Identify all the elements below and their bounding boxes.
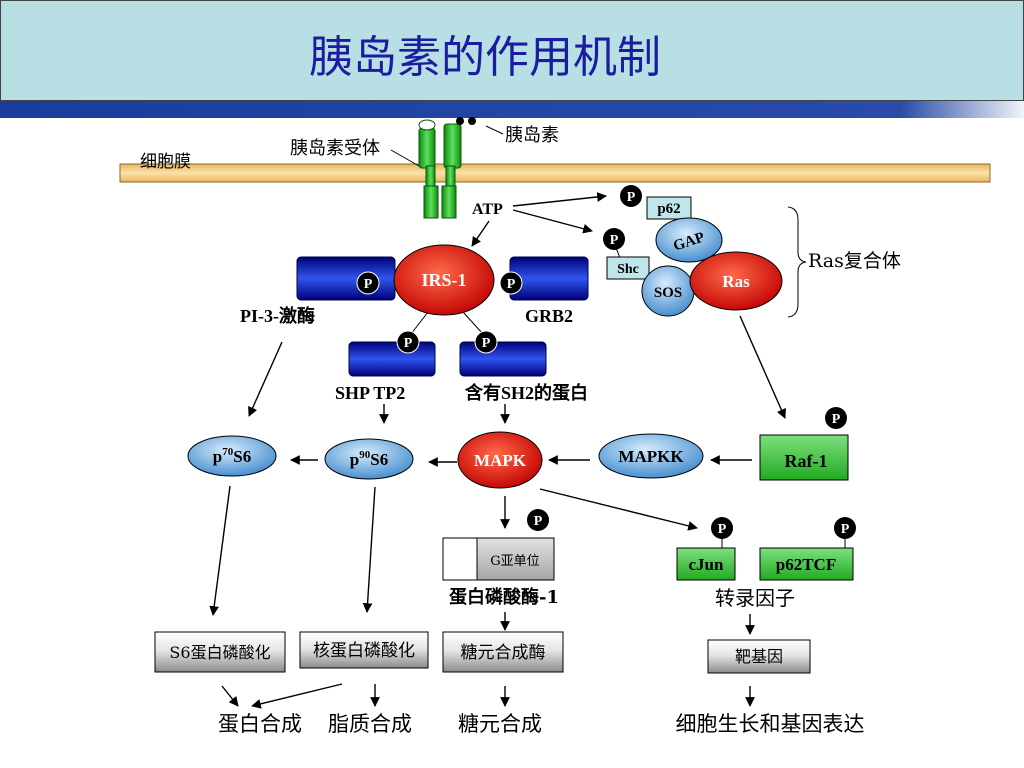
arrow-pi3k-to-p70s6 [248,341,283,417]
sh2-protein-block [459,341,547,377]
grb2-block [509,256,589,301]
raf1-label: Raf-1 [785,451,828,471]
pp1-label: 蛋白磷酸酶-1 [449,586,559,608]
p62tcf-label: p62TCF [776,555,836,574]
sos-label: SOS [654,285,682,301]
ras-node [689,251,783,311]
phospho-badge-shc: P [603,228,625,250]
mapk-label: MAPK [474,451,527,470]
phospho-label: P [482,336,491,351]
phospho-label: P [841,522,850,537]
cjun-box [676,547,736,581]
nuclear-protein-phosphorylation-box [299,631,429,669]
phospho-label: P [404,336,413,351]
s6-phosphorylation-label: S6蛋白磷酸化 [169,643,270,662]
phospho-badge-raf1: P [825,407,847,429]
glycogen-synthesis-label: 糖元合成 [458,712,542,736]
receptor-pointer-line [390,149,420,167]
grb2-label: GRB2 [525,306,573,326]
nuclear-protein-phosphorylation-label: 核蛋白磷酸化 [313,641,415,661]
arrow-atp-to-shc [512,209,593,234]
phospho-label: P [534,514,543,529]
arrow-mapk-to-cjun [539,488,698,531]
mapkk-node [598,433,704,479]
phospho-label: P [364,277,373,292]
phospho-badge-cjun: P [711,517,733,539]
arrow-ras-to-raf1 [739,315,786,419]
shptp2-label: SHP TP2 [335,383,405,403]
irs1-link-sh2 [462,311,484,335]
s6-phosphorylation-box [154,631,286,673]
phospho-badge-grb2: P [499,271,523,295]
p70s6-label: p70S6 [213,446,251,466]
cjun-label: cJun [689,555,725,574]
phospho-label: P [718,522,727,537]
p62-label: p62 [657,201,680,217]
insulin-receptor [418,119,462,219]
lipid-synthesis-label: 脂质合成 [328,712,412,736]
phospho-label: P [832,412,841,427]
glycogen-synthase-label: 糖元合成酶 [461,643,546,663]
receptor-label: 胰岛素受体 [290,138,380,159]
irs1-label: IRS-1 [421,270,466,290]
target-gene-box [707,639,811,674]
glycogen-synthase-box [442,631,564,673]
atp-label: ATP [472,201,503,218]
ras-label: Ras [722,272,750,291]
phospho-badge-p62: P [620,185,642,207]
arrow-atp-to-irs1 [471,220,490,247]
arrow-atp-to-p62 [512,192,607,207]
ras-complex-brace [787,206,807,318]
pi3k-block [296,256,396,301]
pp1-catalytic-box [442,537,478,581]
shptp2-block [348,341,436,377]
gap-node [655,217,723,263]
raf1-box [759,434,849,481]
mapkk-label: MAPKK [618,447,684,466]
sh2-protein-label: 含有SH2的蛋白 [465,382,588,403]
header-band [0,101,1024,118]
insulin-molecule [456,117,476,125]
g-subunit-box [476,537,555,581]
ras-complex-label: Ras复合体 [808,250,901,272]
phospho-label: P [610,233,619,248]
irs1-node [393,244,495,316]
shc-label: Shc [617,262,639,277]
p90s6-node [324,438,414,480]
page-title: 胰岛素的作用机制 [309,32,661,83]
p62tcf-box [759,547,854,581]
gene-expression-outcome: 细胞生长和基因表达 [676,712,865,736]
phospho-badge-shptp2: P [396,330,420,354]
insulin-pointer-line [485,125,504,135]
arrow-s6-to-protein [221,685,239,707]
phospho-label: P [627,190,636,205]
arrow-nuclear-to-protein [251,683,343,709]
header-panel [0,0,1024,101]
membrane-label: 细胞膜 [140,152,191,172]
protein-synthesis-label: 蛋白合成 [218,712,302,736]
target-gene-label: 靶基因 [735,647,783,666]
p90s6-label: p90S6 [350,449,388,469]
arrow-p90s6-to-nuclear [362,486,376,613]
phospho-badge-pp1: P [527,509,549,531]
phospho-badge-pi3k: P [356,271,380,295]
p62-box [646,196,692,220]
phospho-label: P [507,277,516,292]
phospho-badge-p62tcf: P [834,517,856,539]
mapk-node [457,431,543,489]
insulin-label: 胰岛素 [505,125,559,146]
g-subunit-label: G亚单位 [490,554,539,569]
phospho-badge-sh2: P [474,330,498,354]
shc-box [606,256,650,280]
cell-membrane [119,163,991,183]
p70s6-node [187,435,277,477]
irs1-link-shptp2 [410,311,429,335]
transcription-factor-label: 转录因子 [715,586,795,610]
pi3k-label: PI-3-激酶 [240,305,315,326]
arrow-p70s6-to-s6 [209,485,231,616]
